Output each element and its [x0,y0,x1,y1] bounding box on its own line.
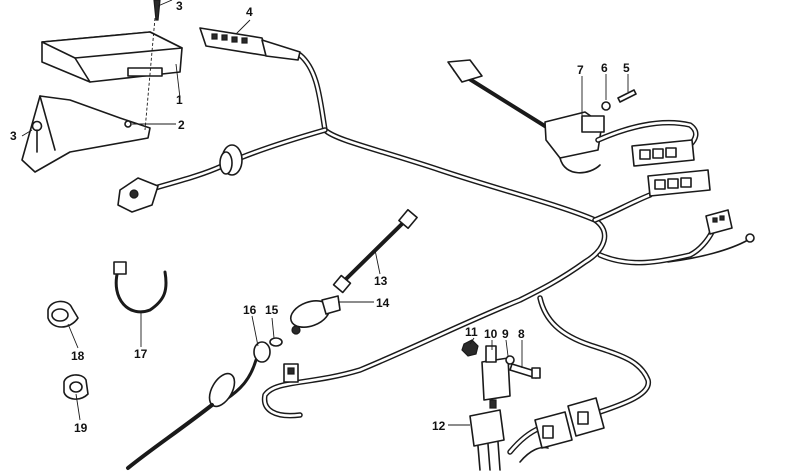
callout-16: 16 [243,303,257,317]
callout-14: 14 [376,296,390,310]
round-plug [117,177,159,213]
washer [269,337,283,347]
callout-8: 8 [518,327,525,341]
control-module-box [41,31,183,83]
speed-cable [332,208,418,294]
screw [617,89,637,103]
column-switch [447,59,605,174]
leader-lines [21,0,629,426]
harness-connector-top [199,27,301,61]
callout-1: 1 [176,93,183,107]
callout-17: 17 [134,347,148,361]
callout-19: 19 [74,421,88,435]
switch-sensor [289,295,341,335]
callout-13: 13 [374,274,388,288]
mounting-bracket [21,95,151,173]
callout-3-top: 3 [176,0,183,13]
star-washer [505,355,515,365]
cable-clip [47,300,79,328]
flat-connector [705,209,733,235]
callout-6: 6 [601,61,608,75]
callout-4: 4 [246,5,253,19]
callout-9: 9 [502,327,509,341]
relay-socket [469,409,505,471]
callout-7: 7 [577,63,584,77]
callout-5: 5 [623,61,630,75]
hex-nut [461,339,479,357]
callout-10: 10 [484,327,498,341]
callout-15: 15 [265,303,279,317]
callout-2: 2 [178,118,185,132]
harness-plug [534,411,573,449]
callout-3-left: 3 [10,129,17,143]
bolt [509,363,541,379]
cable-clip [63,374,89,400]
callout-12: 12 [432,419,446,433]
screw [31,120,43,153]
grommet-seal [253,341,271,363]
relay [481,345,511,409]
small-plug [283,363,299,383]
main-wiring-harness [152,52,715,455]
cable-strap [113,261,168,314]
harness-plug [567,397,605,437]
multi-pin-connector [647,169,711,197]
rubber-grommet [219,144,243,176]
nut [601,101,611,111]
callout-18: 18 [71,349,85,363]
cable-boot [126,358,258,470]
callout-11: 11 [465,325,478,339]
screw [153,0,161,21]
multi-pin-connector [631,139,695,167]
